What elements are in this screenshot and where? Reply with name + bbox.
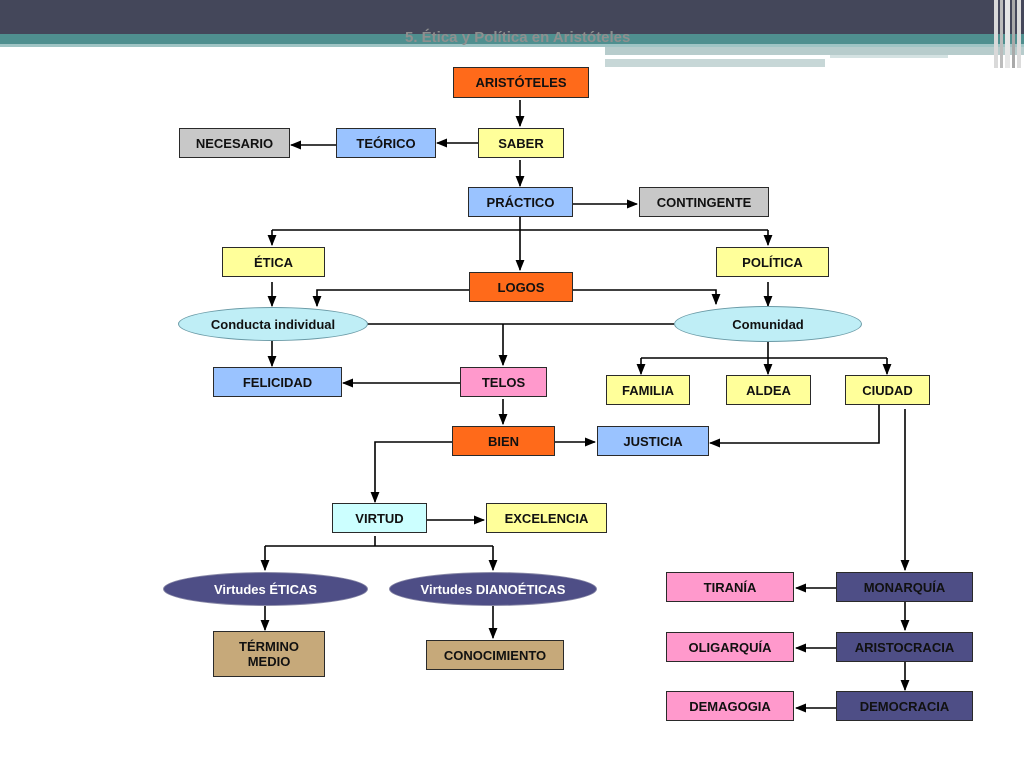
node-necesario: NECESARIO — [179, 128, 290, 158]
node-virtudes-dianoeticas: Virtudes DIANOÉTICAS — [389, 572, 597, 606]
node-familia: FAMILIA — [606, 375, 690, 405]
node-teorico: TEÓRICO — [336, 128, 436, 158]
node-aristocracia: ARISTOCRACIA — [836, 632, 973, 662]
node-logos: LOGOS — [469, 272, 573, 302]
node-democracia: DEMOCRACIA — [836, 691, 973, 721]
node-ciudad: CIUDAD — [845, 375, 930, 405]
node-conducta-individual: Conducta individual — [178, 307, 368, 341]
slide-title: 5. Ética y Política en Aristóteles — [405, 29, 631, 46]
slide-header-band — [0, 0, 1024, 68]
node-comunidad: Comunidad — [674, 306, 862, 342]
node-excelencia: EXCELENCIA — [486, 503, 607, 533]
arrow-logos-comunidad — [573, 289, 721, 306]
node-termino-medio: TÉRMINO MEDIO — [213, 631, 325, 677]
node-aldea: ALDEA — [726, 375, 811, 405]
node-conocimiento: CONOCIMIENTO — [426, 640, 564, 670]
arrow-bien-virtud — [370, 441, 452, 504]
node-demagogia: DEMAGOGIA — [666, 691, 794, 721]
node-contingente: CONTINGENTE — [639, 187, 769, 217]
node-saber: SABER — [478, 128, 564, 158]
node-oligarquia: OLIGARQUÍA — [666, 632, 794, 662]
node-bien: BIEN — [452, 426, 555, 456]
node-virtudes-eticas: Virtudes ÉTICAS — [163, 572, 368, 606]
node-aristoteles: ARISTÓTELES — [453, 67, 589, 98]
node-justicia: JUSTICIA — [597, 426, 709, 456]
node-tirania: TIRANÍA — [666, 572, 794, 602]
node-virtud: VIRTUD — [332, 503, 427, 533]
node-telos: TELOS — [460, 367, 547, 397]
node-etica: ÉTICA — [222, 247, 325, 277]
node-politica: POLÍTICA — [716, 247, 829, 277]
node-felicidad: FELICIDAD — [213, 367, 342, 397]
arrow-ciudad-justicia — [708, 405, 880, 448]
arrow-logos-conducta — [312, 289, 470, 308]
node-monarquia: MONARQUÍA — [836, 572, 973, 602]
node-practico: PRÁCTICO — [468, 187, 573, 217]
